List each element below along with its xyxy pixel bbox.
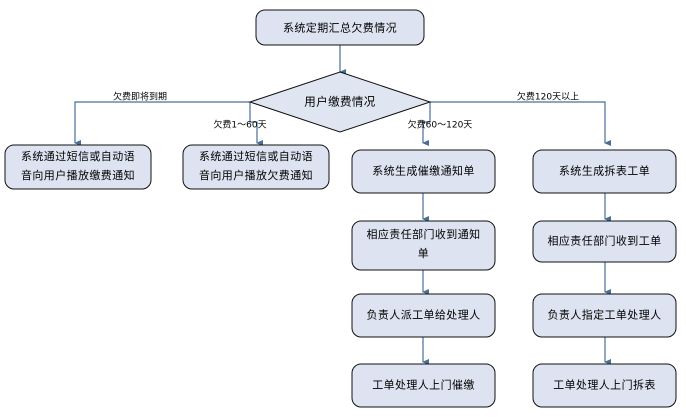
node-b4-s2-label-line1: 相应责任部门收到工单 — [548, 234, 662, 248]
node-b2-s1-shape — [182, 144, 330, 190]
node-b2-s1-label-line2: 音向用户播放欠费通知 — [199, 168, 313, 182]
node-b4-s4-shape — [532, 363, 677, 408]
node-summary-start-shape — [255, 9, 425, 46]
node-b4-s2-shape — [532, 220, 677, 263]
node-b3-s1[interactable]: 系统生成催缴通知单 — [351, 149, 496, 194]
edge-decision-to-branch1 — [74, 101, 250, 146]
node-b4-s1-label-line1: 系统生成拆表工单 — [559, 164, 650, 178]
edge-label-branch2: 欠费1～60天 — [213, 119, 266, 131]
connector-layer — [74, 45, 611, 365]
node-b3-s2-shape — [351, 220, 496, 271]
node-b3-s4-label-line1: 工单处理人上门催缴 — [372, 378, 475, 392]
node-b4-s3[interactable]: 负责人指定工单处理人 — [532, 293, 677, 338]
node-decision-shape — [248, 71, 432, 133]
node-b4-s1-shape — [532, 149, 677, 194]
node-b3-s3-label-line1: 负责人派工单给处理人 — [367, 308, 481, 322]
edge-decision-to-branch2 — [249, 102, 263, 146]
node-b3-s2-label-line2: 单 — [418, 247, 429, 260]
node-b4-s2[interactable]: 相应责任部门收到工单 — [532, 220, 677, 263]
node-b3-s4[interactable]: 工单处理人上门催缴 — [351, 363, 496, 408]
node-b4-s4-label-line1: 工单处理人上门拆表 — [553, 378, 656, 392]
node-b3-s4-shape — [351, 363, 496, 408]
node-b3-s2-label-line1: 相应责任部门收到通知 — [367, 227, 481, 241]
node-decision-payment-status[interactable]: 用户缴费情况 — [248, 71, 432, 133]
node-b4-s1[interactable]: 系统生成拆表工单 — [532, 149, 677, 194]
node-b4-s3-label-line1: 负责人指定工单处理人 — [548, 308, 662, 322]
node-b3-s1-shape — [351, 149, 496, 194]
node-b1-s1-shape — [4, 144, 152, 190]
node-b3-s2[interactable]: 相应责任部门收到通知 单 — [351, 220, 496, 271]
node-b4-s3-shape — [532, 293, 677, 338]
node-summary-start-label: 系统定期汇总欠费情况 — [283, 21, 397, 35]
edge-label-branch1: 欠费即将到期 — [113, 91, 167, 103]
node-b1-s1-label-line2: 音向用户播放缴费通知 — [21, 168, 135, 182]
node-b2-s1-label-line1: 系统通过短信或自动语 — [199, 149, 313, 163]
edge-decision-to-branch4 — [430, 101, 611, 146]
edge-label-branch3: 欠费60～120天 — [408, 119, 473, 131]
edge-decision-to-branch3 — [422, 102, 431, 146]
node-b2-s1[interactable]: 系统通过短信或自动语 音向用户播放欠费通知 — [182, 144, 330, 190]
node-b1-s1-label-line1: 系统通过短信或自动语 — [21, 149, 135, 163]
node-b3-s3-shape — [351, 293, 496, 338]
node-decision-label: 用户缴费情况 — [304, 95, 375, 109]
node-summary-start[interactable]: 系统定期汇总欠费情况 — [255, 9, 425, 46]
node-b3-s1-label-line1: 系统生成催缴通知单 — [372, 164, 475, 178]
node-b1-s1[interactable]: 系统通过短信或自动语 音向用户播放缴费通知 — [4, 144, 152, 190]
edge-label-branch4: 欠费120天以上 — [517, 91, 579, 103]
node-b3-s3[interactable]: 负责人派工单给处理人 — [351, 293, 496, 338]
node-b4-s4[interactable]: 工单处理人上门拆表 — [532, 363, 677, 408]
